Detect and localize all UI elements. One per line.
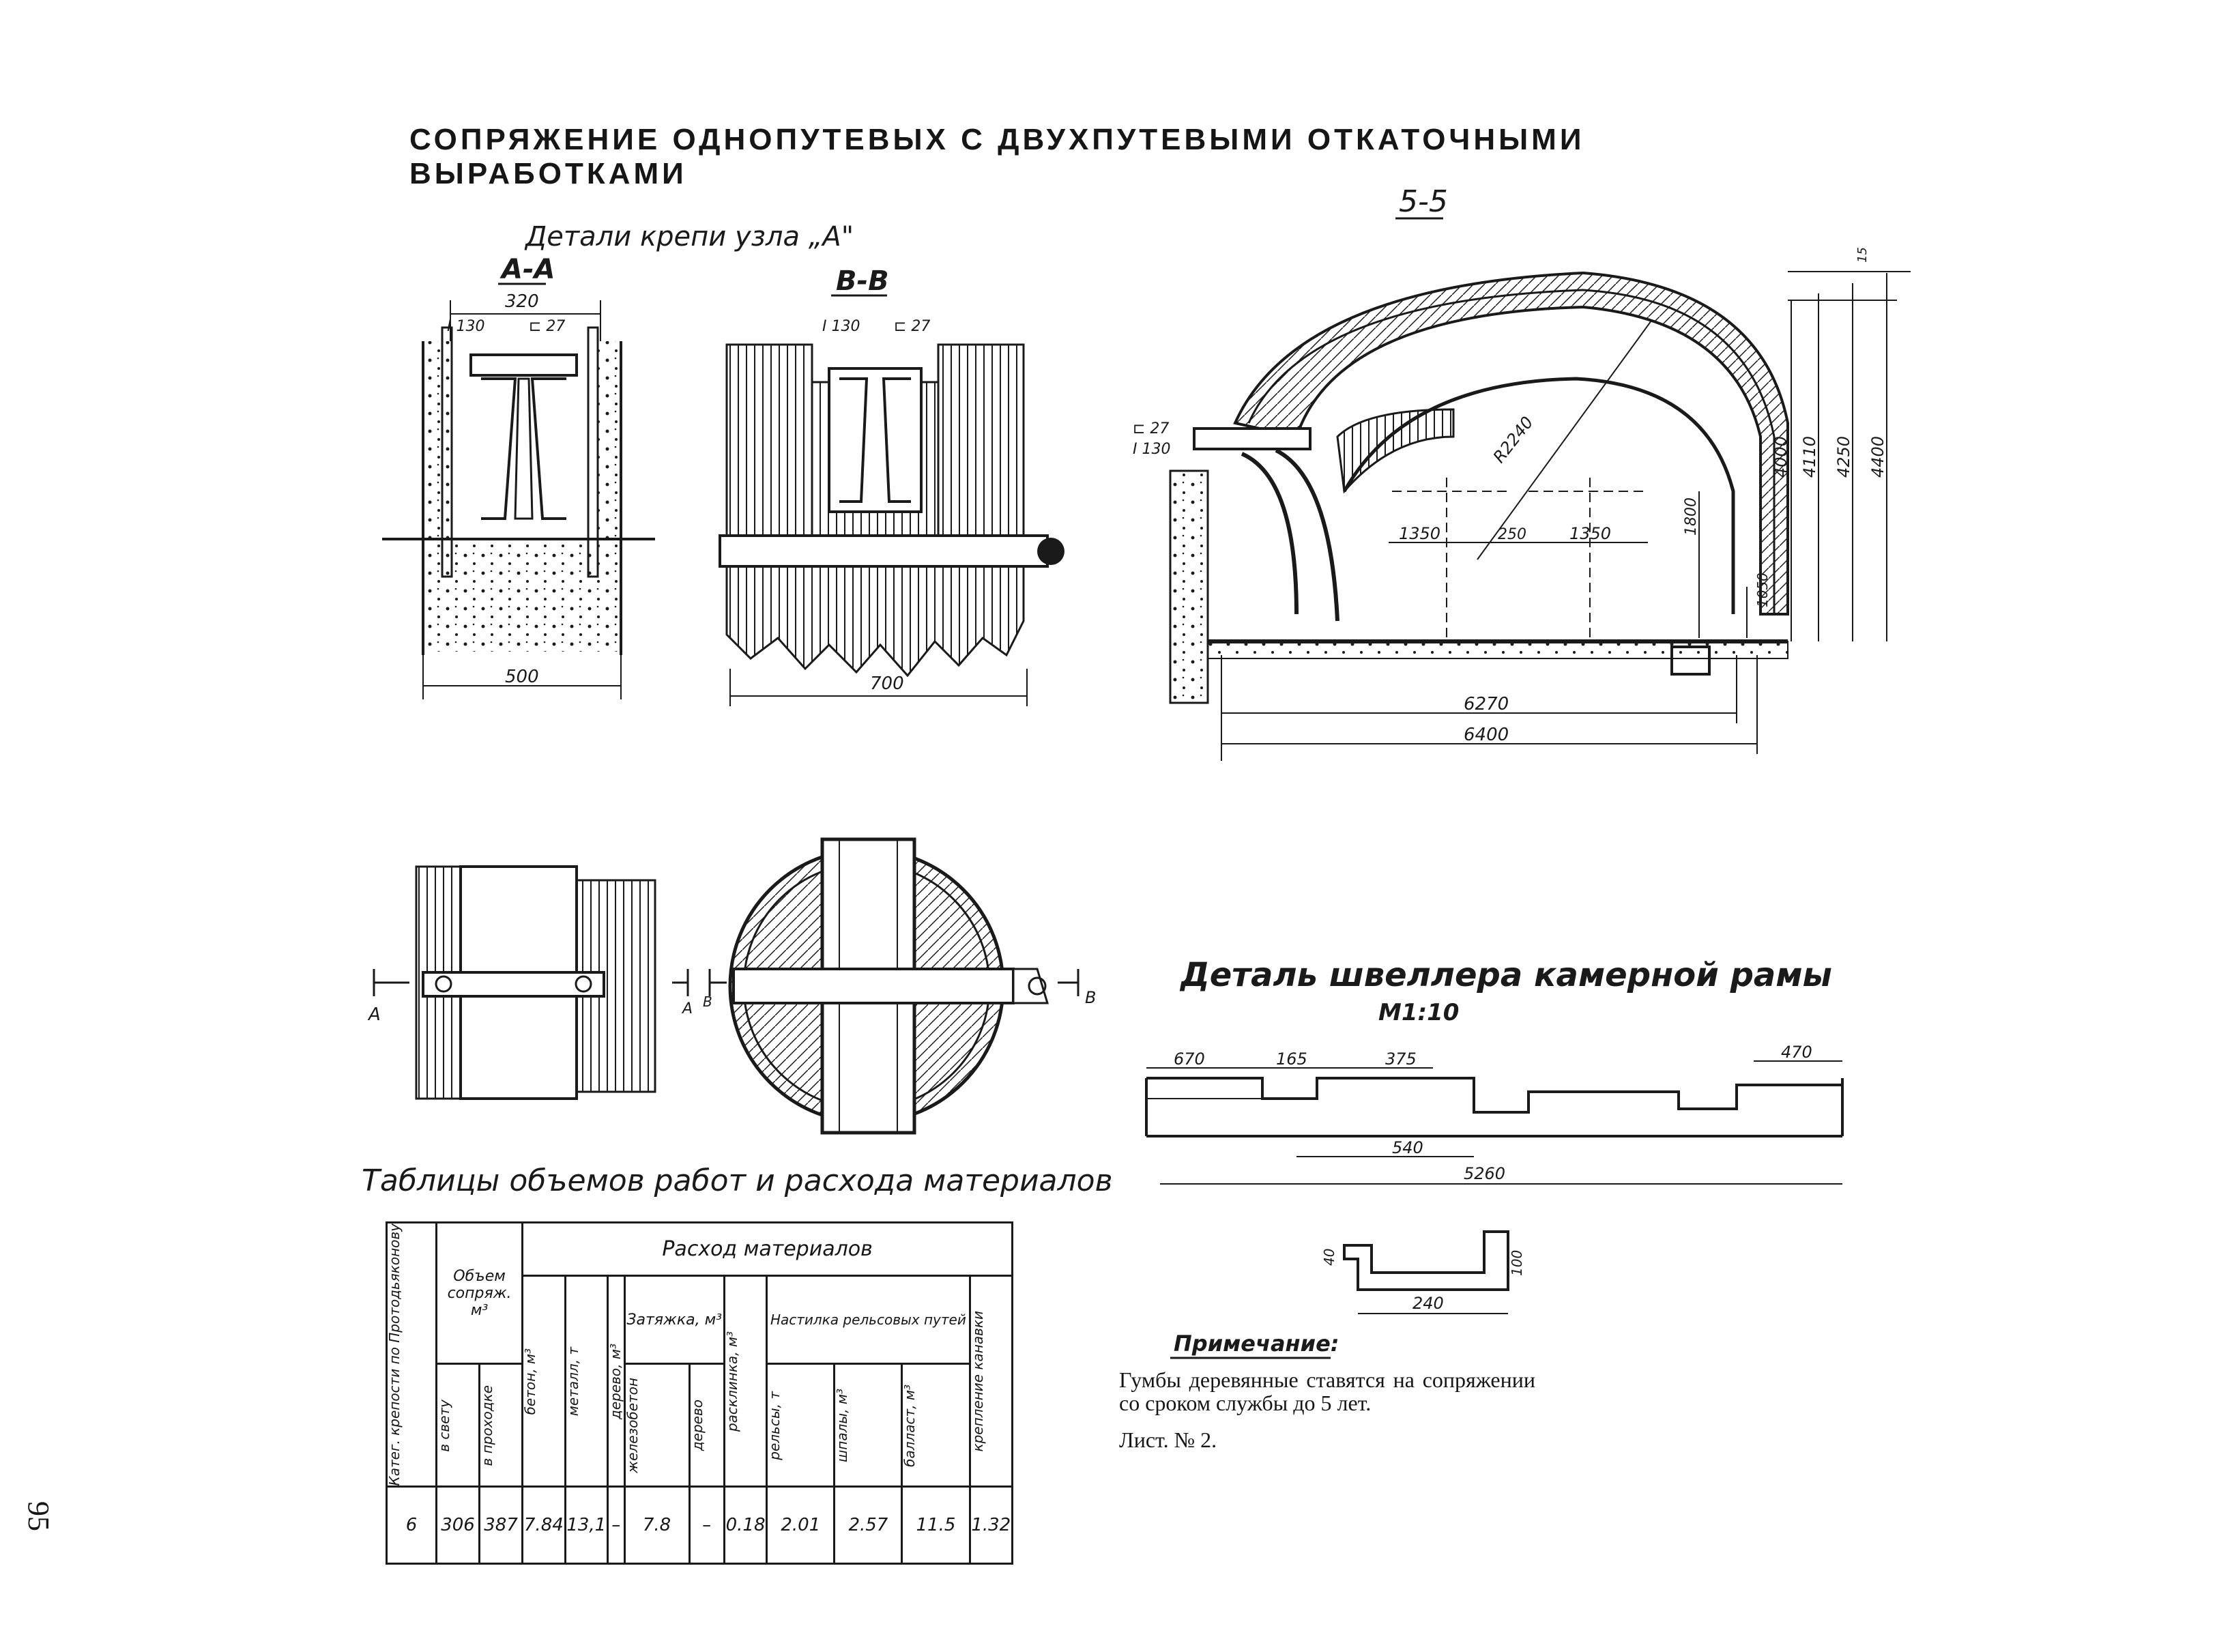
sheet-number: Лист. № 2.	[1119, 1428, 1217, 1452]
s55-dim-w1: 1350	[1399, 524, 1440, 543]
s55-c-label: ⊏ 27	[1133, 420, 1169, 437]
s55-dim-6400: 6400	[1464, 725, 1509, 745]
note-block: Гумбы деревянные ставятся на сопряжении …	[1119, 1368, 1535, 1451]
channel-dim-470: 470	[1781, 1043, 1812, 1062]
page-title: СОПРЯЖЕНИЕ ОДНОПУТЕВЫХ С ДВУХПУТЕВЫМИ ОТ…	[409, 123, 1585, 190]
channel-dim-540: 540	[1392, 1138, 1423, 1157]
s55-i-label: I 130	[1133, 441, 1170, 458]
cell-rails: 2.01	[766, 1486, 836, 1565]
th-sleepers: шпалы, м³	[834, 1388, 851, 1462]
th-tie-rc: железобетон	[624, 1378, 641, 1473]
th-category: Катег. крепости по Протодьяконову	[386, 1223, 403, 1486]
cell-concrete: 7.84	[521, 1486, 566, 1565]
channel-title: Деталь швеллера камерной рамы	[1179, 956, 1832, 994]
th-excav: в проходке	[479, 1385, 496, 1466]
cell-tie-wood: –	[688, 1486, 725, 1565]
cell-ballast: 11.5	[901, 1486, 971, 1565]
note-text: Гумбы деревянные ставятся на сопряжении …	[1119, 1367, 1535, 1415]
s55-dim-1800: 1800	[1683, 497, 1700, 536]
th-clear: в свету	[436, 1399, 452, 1452]
th-ballast: балласт, м³	[901, 1384, 918, 1467]
aa-c-label: ⊏ 27	[529, 318, 565, 335]
cell-sleepers: 2.57	[833, 1486, 903, 1565]
th-tie-wood: дерево	[689, 1400, 706, 1451]
cell-strut: 0.18	[723, 1486, 768, 1565]
cell-ditch: 1.32	[968, 1486, 1014, 1565]
th-ditch: крепление канавки	[969, 1310, 986, 1452]
aa-i-label: I 130	[447, 318, 484, 335]
cell-clear: 306	[435, 1486, 481, 1565]
cell-category: 6	[386, 1486, 437, 1565]
channel-scale: М1:10	[1378, 999, 1459, 1026]
channel-dim-5260: 5260	[1464, 1164, 1505, 1183]
profile-dim-40: 40	[1321, 1249, 1337, 1266]
s55-dim-w3: 1350	[1569, 524, 1611, 543]
s55-dim-w2: 250	[1498, 526, 1526, 543]
section-aa-label: А-А	[499, 254, 555, 285]
channel-dim-375: 375	[1385, 1049, 1417, 1069]
th-strut: расклинка, м³	[723, 1331, 740, 1432]
section-aa-drawing	[382, 300, 655, 699]
s55-radius-label: R2240	[1490, 413, 1537, 467]
profile-dim-240: 240	[1412, 1294, 1444, 1313]
th-concrete: бетон, м³	[522, 1348, 539, 1415]
table-caption: Таблицы объемов работ и расхода материал…	[362, 1163, 1113, 1198]
cell-excav: 387	[478, 1486, 524, 1565]
th-wood: дерево, м³	[607, 1343, 624, 1419]
s55-dim-6270: 6270	[1464, 694, 1509, 714]
cell-metal: 13,1	[564, 1486, 609, 1565]
th-tie: Затяжка, м³	[626, 1311, 723, 1329]
node-plan-drawing	[708, 837, 1079, 1135]
section-55-drawing	[1169, 271, 1911, 761]
cut-mark-a-right: А	[681, 1000, 693, 1017]
s55-dim-top: 15	[1855, 247, 1870, 263]
note-heading: Примечание:	[1174, 1331, 1339, 1357]
aa-dim-top: 320	[505, 291, 539, 312]
page-number: 95	[22, 1501, 55, 1531]
s55-dim-4110: 4110	[1800, 436, 1819, 478]
section-bb-drawing	[719, 343, 1064, 706]
s55-dim-4000: 4000	[1771, 436, 1791, 478]
profile-dim-100: 100	[1509, 1250, 1525, 1276]
aa-dim-bottom: 500	[505, 667, 539, 687]
cut-mark-a-left: А	[367, 1004, 381, 1025]
cell-tie-rc: 7.8	[623, 1486, 691, 1565]
th-track: Настилка рельсовых путей	[770, 1312, 966, 1329]
cut-mark-b-left: В	[703, 994, 712, 1010]
th-rails: рельсы, т	[766, 1391, 783, 1460]
cell-wood: –	[607, 1486, 626, 1565]
bb-c-label: ⊏ 27	[894, 318, 930, 335]
channel-dim-165: 165	[1276, 1049, 1307, 1069]
materials-table: Катег. крепости по Протодьяконову Объем …	[386, 1221, 1014, 1565]
th-volume: Объем сопряж. м³	[447, 1267, 512, 1319]
th-materials: Расход материалов	[662, 1237, 873, 1261]
bb-i-label: I 130	[822, 318, 860, 335]
table-row: 6 306 387 7.84 13,1 – 7.8 – 0.18 2.01 2.…	[386, 1486, 1014, 1565]
s55-dim-4400: 4400	[1868, 436, 1887, 478]
channel-dim-670: 670	[1174, 1049, 1205, 1069]
section-55-label: 5-5	[1399, 184, 1448, 219]
s55-dim-4250: 4250	[1834, 436, 1853, 478]
plan-view-drawing	[373, 865, 689, 1100]
cut-mark-b-right: В	[1085, 988, 1096, 1007]
bb-dim-bottom: 700	[870, 673, 904, 694]
details-heading: Детали крепи узла „А"	[524, 221, 854, 252]
channel-detail-drawing	[1145, 1060, 1844, 1314]
th-metal: металл, т	[564, 1346, 581, 1416]
section-bb-label: В-В	[836, 265, 889, 297]
s55-dim-1050: 1050	[1754, 573, 1771, 607]
